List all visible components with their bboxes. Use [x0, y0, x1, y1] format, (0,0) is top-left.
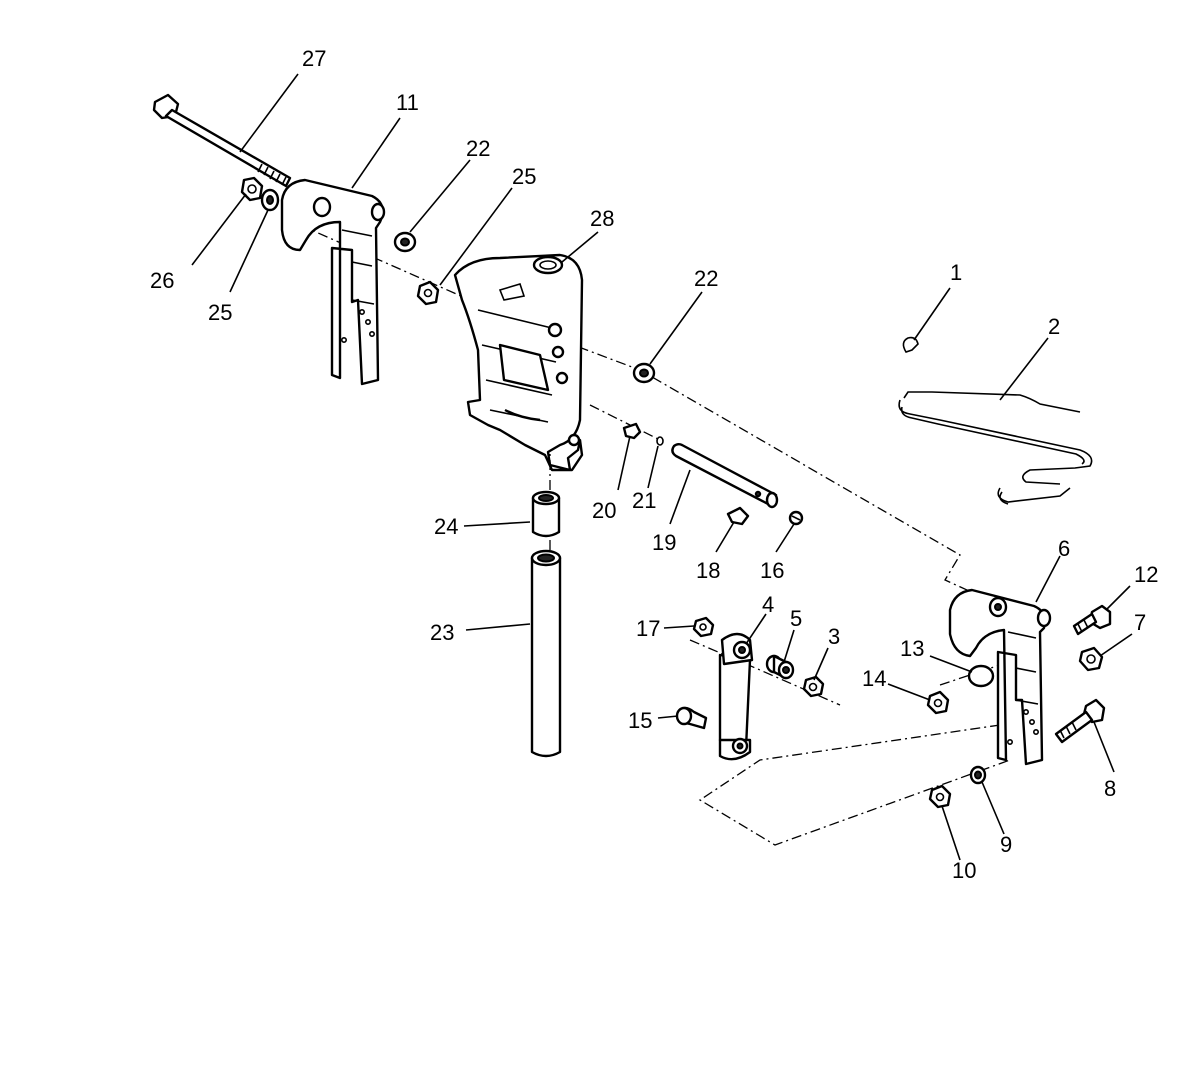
callout-9: 9	[1000, 832, 1012, 857]
callout-10: 10	[952, 858, 976, 883]
callout-7: 7	[1134, 610, 1146, 635]
transom-bracket-11	[280, 178, 386, 386]
callout-numbers: 27 11 22 25 28 22 26 25 1 2 20 21 19 18 …	[150, 46, 1158, 883]
callout-21: 21	[632, 488, 656, 513]
long-bolt-27	[152, 93, 292, 188]
callout-24: 24	[434, 514, 458, 539]
washer-9	[969, 765, 987, 785]
shock-absorber-4	[718, 632, 754, 761]
grease-fitting-18	[726, 506, 750, 526]
support-rod-2	[898, 391, 1093, 505]
nut-10	[928, 784, 952, 809]
washer-22-right	[632, 362, 656, 384]
bolt-12	[1072, 604, 1112, 636]
callout-6: 6	[1058, 536, 1070, 561]
tube-23	[530, 549, 562, 758]
washer-22-left	[393, 231, 417, 253]
callout-12: 12	[1134, 562, 1158, 587]
callout-2: 2	[1048, 314, 1060, 339]
callout-19: 19	[652, 530, 676, 555]
bushing-5	[765, 654, 795, 680]
nut-14	[926, 690, 950, 715]
bolt-8	[1054, 698, 1106, 744]
screw-16	[788, 510, 804, 526]
cotter-pin-21	[656, 436, 664, 446]
callout-28: 28	[590, 206, 614, 231]
nut-3	[802, 675, 825, 698]
callout-14: 14	[862, 666, 886, 691]
callout-1: 1	[950, 260, 962, 285]
transom-bracket-6	[948, 588, 1052, 766]
callout-18: 18	[696, 558, 720, 583]
callout-22-left: 22	[466, 136, 490, 161]
washer-13	[967, 664, 995, 688]
callout-8: 8	[1104, 776, 1116, 801]
clip-pin-1	[902, 336, 919, 353]
nut-17	[692, 616, 715, 638]
bolt-15	[675, 706, 708, 730]
nut-7	[1078, 646, 1104, 672]
callout-23: 23	[430, 620, 454, 645]
callout-25-center: 25	[512, 164, 536, 189]
nut-25-center	[416, 280, 440, 306]
leader-lines	[191, 73, 1133, 861]
nut-26	[240, 176, 264, 202]
callout-13: 13	[900, 636, 924, 661]
bushing-24	[531, 490, 561, 538]
callout-4: 4	[762, 592, 774, 617]
callout-20: 20	[592, 498, 616, 523]
callout-11: 11	[396, 90, 419, 115]
callout-15: 15	[628, 708, 652, 733]
washer-25-left	[260, 188, 280, 212]
grease-fitting-20	[622, 422, 642, 440]
callout-25-left: 25	[208, 300, 232, 325]
callout-5: 5	[790, 606, 802, 631]
callout-27: 27	[302, 46, 326, 71]
tilt-pin-19	[671, 443, 779, 509]
callout-26: 26	[150, 268, 174, 293]
callout-22-right: 22	[694, 266, 718, 291]
callout-16: 16	[760, 558, 784, 583]
callout-17: 17	[636, 616, 660, 641]
swivel-bracket-28	[453, 253, 584, 472]
callout-3: 3	[828, 624, 840, 649]
